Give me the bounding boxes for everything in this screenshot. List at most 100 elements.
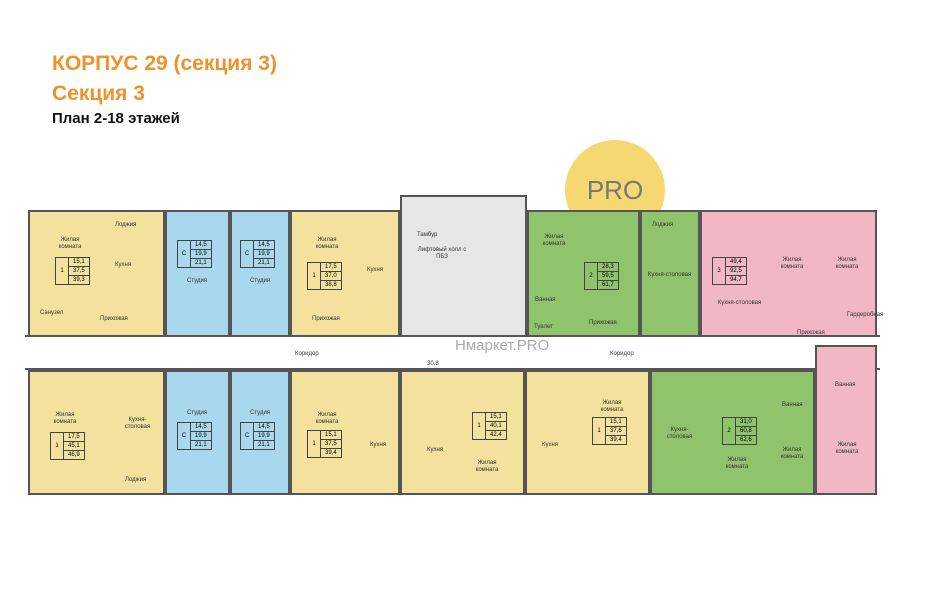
label: Прихожая: [589, 320, 617, 326]
label: Студия: [187, 278, 208, 284]
label: Жилая комната: [835, 442, 859, 455]
watermark-text: Нмаркет.PRO: [455, 337, 550, 354]
label: 37,5: [321, 440, 341, 449]
apartment-2room[interactable]: Кухня-столовая Жилая комната Жилая комна…: [650, 370, 815, 495]
label: Жилая комната: [780, 257, 804, 270]
label: Прихожая: [312, 316, 340, 322]
label: Жилая комната: [58, 237, 82, 250]
label: 1: [473, 413, 486, 439]
label: 17,5: [321, 263, 341, 272]
label: 39,4: [610, 437, 622, 443]
label: Лоджия: [652, 222, 674, 228]
corridor: Коридор Коридор 30,8: [25, 335, 880, 370]
label: Кухня: [370, 442, 387, 448]
label: 49,4: [726, 258, 746, 267]
apartment-3room[interactable]: Кухня-столовая Жилая комната Жилая комна…: [700, 210, 884, 337]
label: 15,1: [321, 431, 341, 440]
label: 31,0: [736, 418, 756, 427]
section-title: Секция 3: [52, 82, 145, 105]
label: 37,6: [606, 427, 626, 436]
label: Прихожая: [100, 316, 128, 322]
label: Ванная: [535, 297, 556, 303]
label: 61,7: [602, 282, 614, 288]
label: Лифтовый холл с ПБЗ: [417, 247, 467, 260]
label: 1: [593, 418, 606, 444]
label: Ванная: [782, 402, 803, 408]
kitchen-dining-2room: Лоджия Кухня-столовая: [640, 210, 700, 337]
toilet-label: Туалет: [534, 324, 553, 330]
label: Жилая комната: [475, 460, 499, 473]
corridor-area: 30,8: [427, 361, 439, 367]
label: 17,5: [64, 433, 84, 442]
label: Студия: [187, 410, 208, 416]
label: Ванная: [835, 382, 856, 388]
label: 15,1: [486, 413, 506, 422]
label: 21,1: [195, 442, 207, 448]
label: 21,1: [258, 260, 270, 266]
label: 40,1: [486, 422, 506, 431]
label: 37,5: [69, 267, 89, 276]
label: С: [178, 423, 191, 449]
label: Кухня-столовая: [666, 427, 693, 440]
label: Жилая комната: [315, 237, 339, 250]
label: Тамбур: [417, 232, 438, 238]
label: 14,5: [254, 423, 274, 432]
label: 1: [308, 431, 321, 457]
label: С: [241, 241, 254, 267]
label: Санузел: [40, 310, 64, 316]
label: 19,9: [191, 250, 211, 259]
label: Лоджия: [115, 222, 137, 228]
label: 45,1: [64, 442, 84, 451]
label: Гардеробная: [847, 312, 884, 318]
label: Жилая комната: [315, 412, 339, 425]
label: 14,5: [191, 241, 211, 250]
floor-plan: PRO Коридор Коридор 30,8 Жилая комната К…: [25, 140, 884, 498]
label: Кухня-столовая: [647, 272, 692, 278]
label: Жилая комната: [542, 234, 566, 247]
plan-subtitle: План 2-18 этажей: [52, 110, 180, 127]
label: Жилая комната: [53, 412, 77, 425]
label: 3: [713, 258, 726, 284]
label: С: [241, 423, 254, 449]
apartment-1room[interactable]: Жилая комната Кухня Лоджия Санузел Прихо…: [28, 210, 165, 337]
label: Жилая комната: [725, 457, 749, 470]
label: 39,3: [73, 277, 85, 283]
label: 39,4: [325, 450, 337, 456]
label: 92,5: [726, 267, 746, 276]
label: 37,0: [321, 272, 341, 281]
apartment-3room-part[interactable]: Жилая комната Ванная: [815, 345, 877, 495]
stair-lift-core: Тамбур Лифтовый холл с ПБЗ: [400, 195, 527, 337]
label: Студия: [250, 410, 271, 416]
label: С: [178, 241, 191, 267]
label: 21,1: [195, 260, 207, 266]
label: 46,9: [68, 452, 80, 458]
label: Кухня: [427, 447, 444, 453]
label: 19,9: [254, 432, 274, 441]
label: 59,5: [598, 272, 618, 281]
label: Кухня: [542, 442, 559, 448]
label: 28,3: [598, 263, 618, 272]
building-title: КОРПУС 29 (секция 3): [52, 52, 277, 75]
label: Студия: [250, 278, 271, 284]
label: Кухня: [115, 262, 132, 268]
label: Кухня: [367, 267, 384, 273]
